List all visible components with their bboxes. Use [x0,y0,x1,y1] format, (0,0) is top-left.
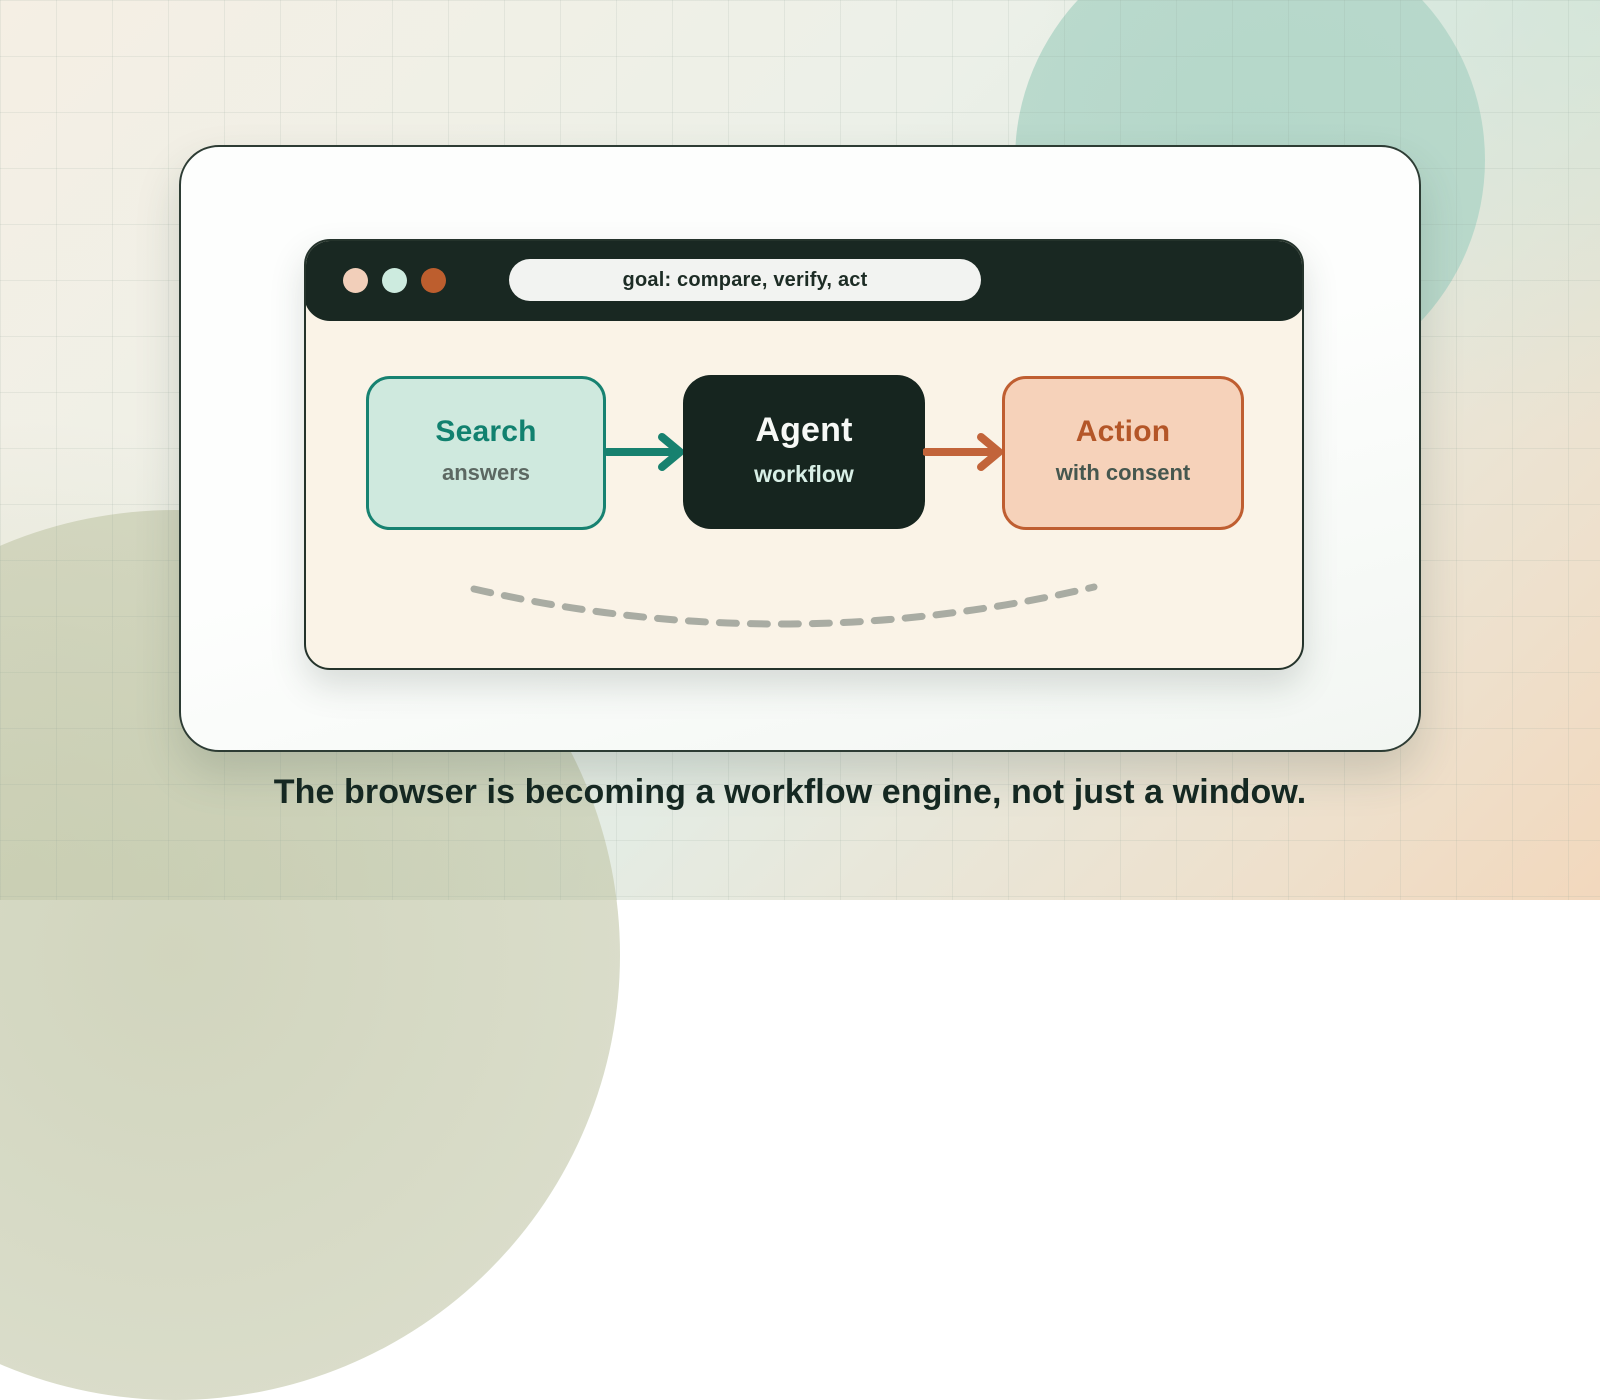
window-dot-mint-icon [382,267,407,293]
flow-node-agent-title: Agent [755,410,853,449]
flow-node-search-subtitle: answers [441,459,531,485]
flow-node-action-title: Action [1075,414,1171,448]
flow-node-agent-subtitle: workflow [754,460,854,487]
outer-card: goal: compare, verify, act Search answer… [179,145,1421,752]
caption-text: The browser is becoming a workflow engin… [273,773,1307,811]
window-controls [343,267,446,293]
flow-node-search: Search answers [366,376,606,530]
address-bar: goal: compare, verify, act [509,259,981,301]
window-dot-rust-icon [421,267,446,293]
flow-node-action-subtitle: with consent [1055,459,1191,485]
flow-node-agent: Agent workflow [683,375,925,529]
browser-titlebar: goal: compare, verify, act [306,241,1302,321]
flow-node-action: Action with consent [1002,376,1244,530]
arrow-agent-to-action-icon [923,433,1003,471]
arrow-search-to-agent-icon [604,433,684,471]
dashed-arc [470,583,1098,628]
address-bar-text: goal: compare, verify, act [622,268,868,291]
window-dot-peach-icon [343,267,368,293]
browser-window-mockup: goal: compare, verify, act Search answer… [304,239,1304,670]
flow-node-search-title: Search [435,414,537,448]
